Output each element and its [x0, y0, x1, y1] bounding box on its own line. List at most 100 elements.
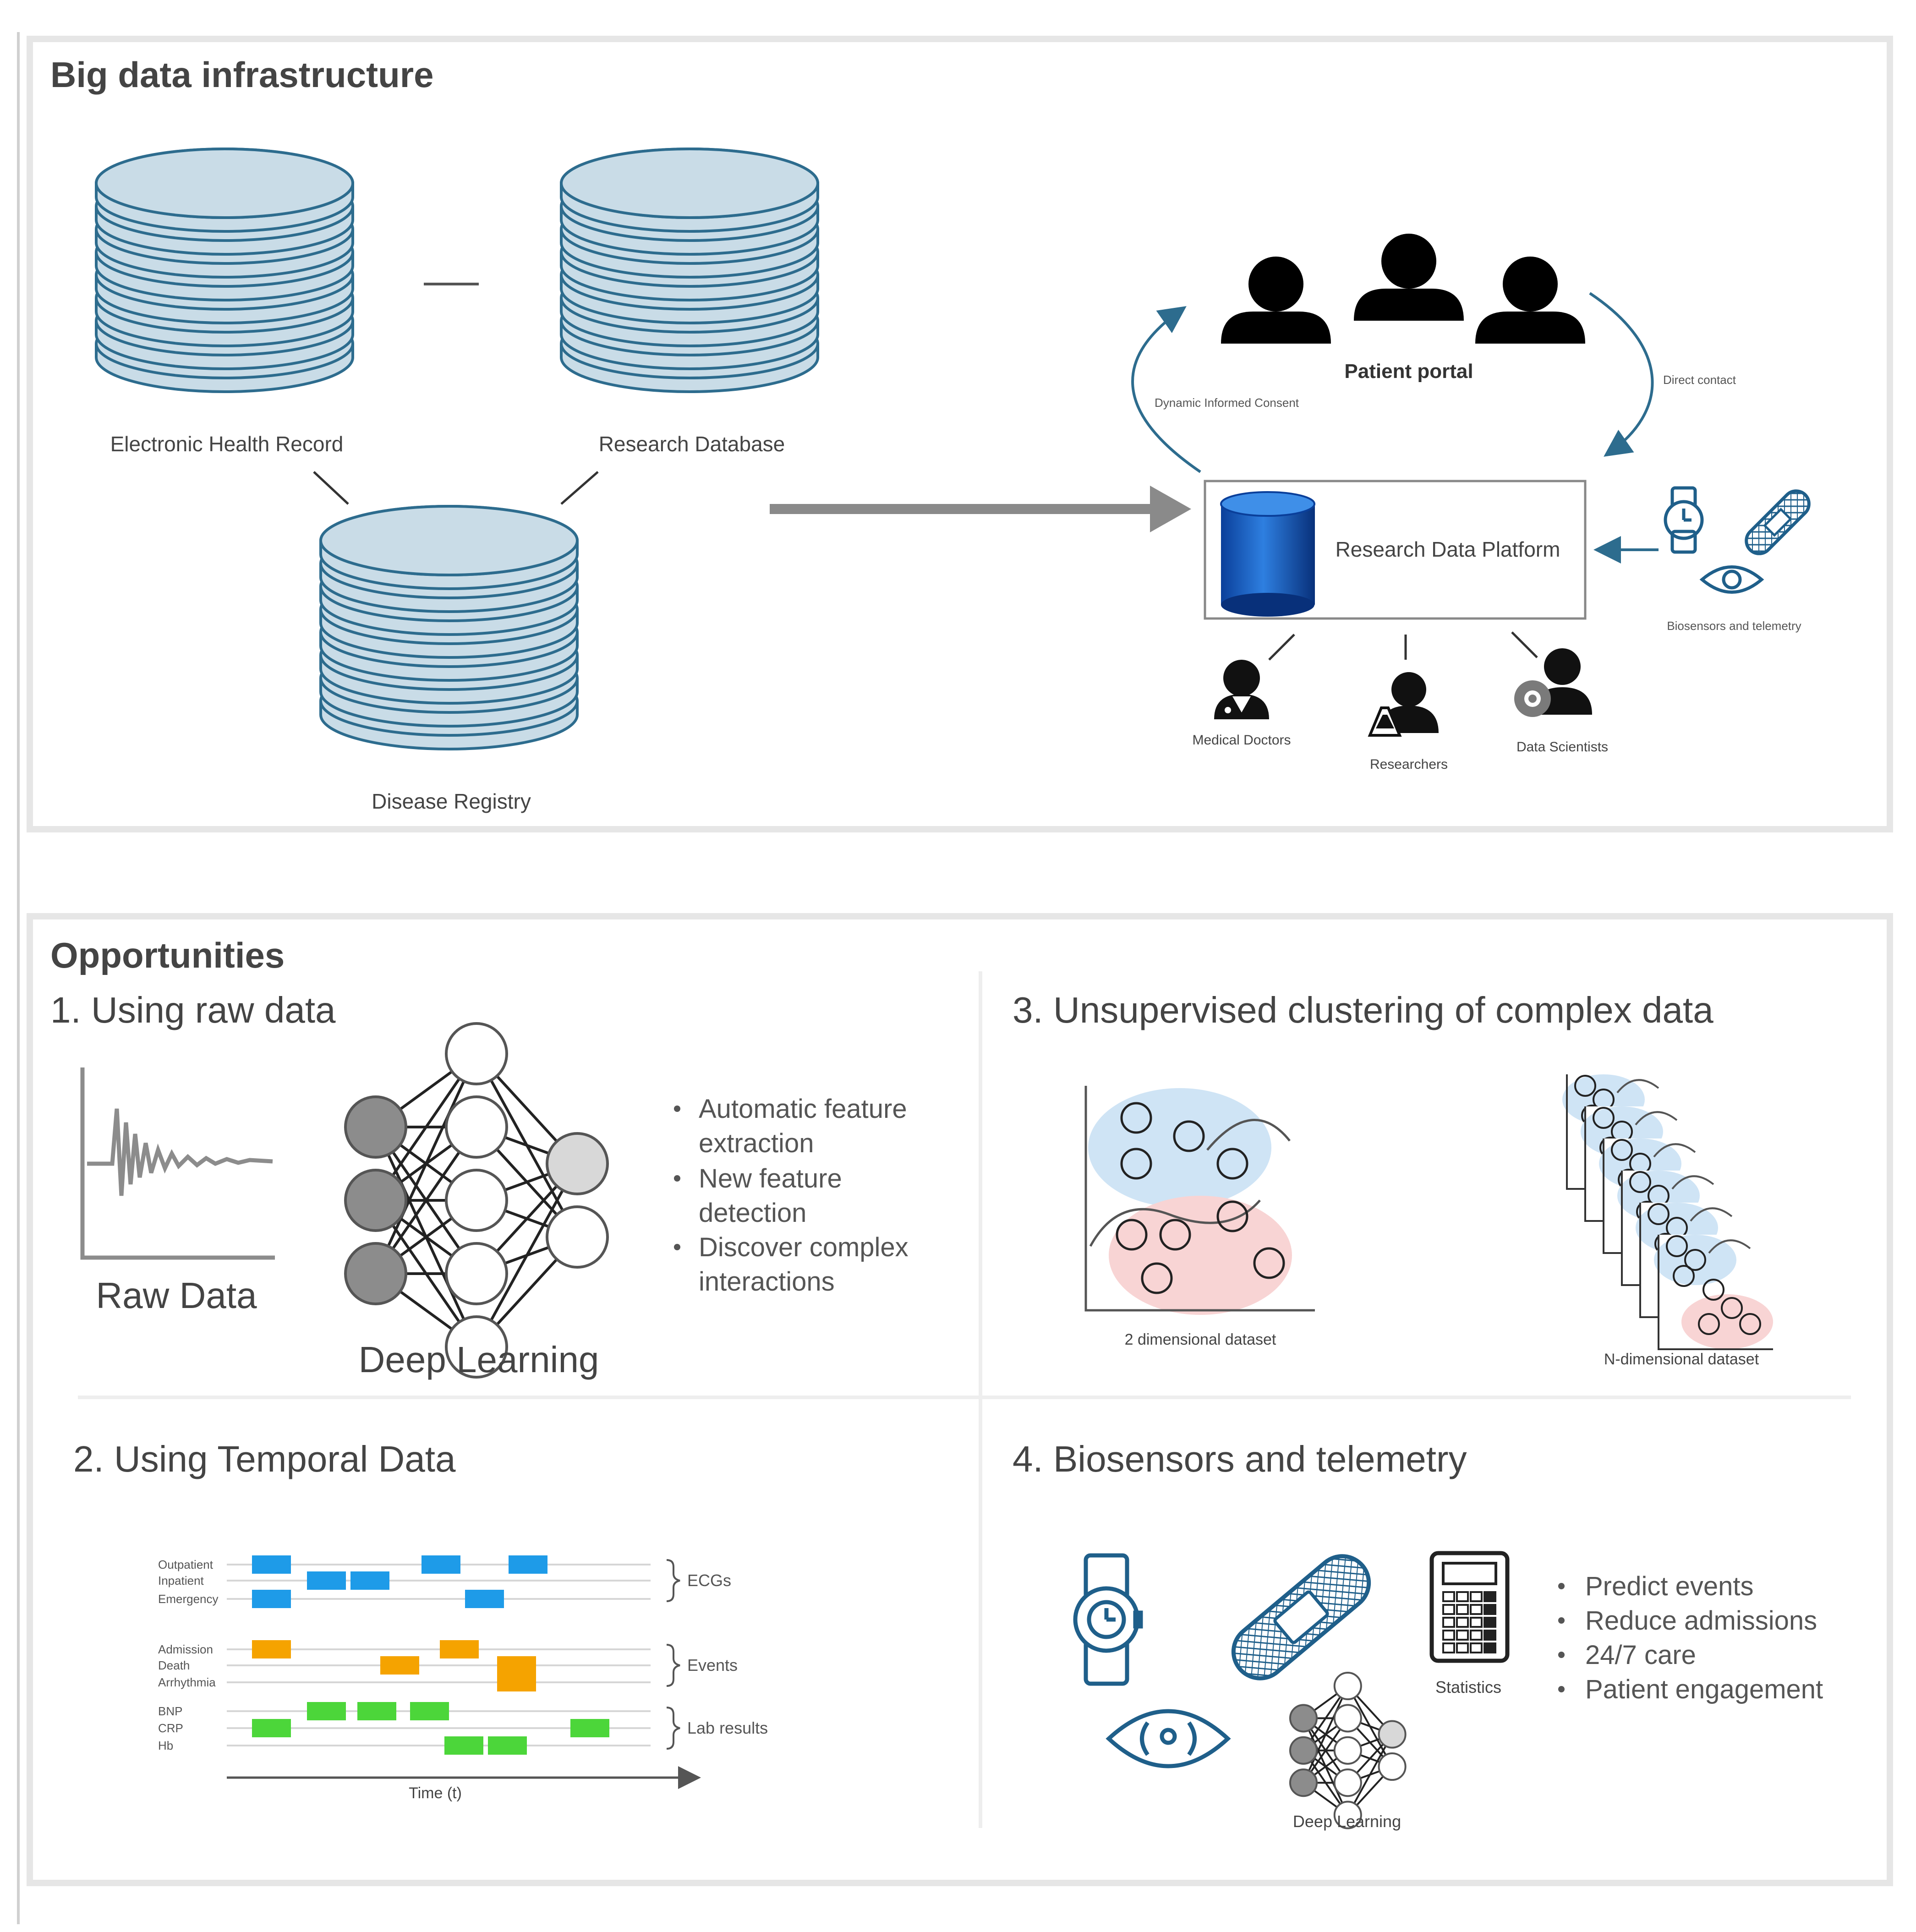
bullet-text: 24/7 care	[1585, 1640, 1696, 1670]
data-point	[1120, 1102, 1152, 1134]
data-point	[1253, 1247, 1285, 1279]
timeline-bar	[570, 1719, 609, 1737]
timeline-bar	[509, 1555, 547, 1574]
data-point	[1116, 1219, 1148, 1251]
data-point	[1141, 1262, 1173, 1294]
data-scientist-icon	[1514, 648, 1592, 717]
data-point	[1216, 1200, 1248, 1232]
eye-icon	[1106, 1709, 1231, 1768]
raw-data-title: 1. Using raw data	[50, 990, 336, 1030]
timeline-row-label: Outpatient	[158, 1558, 213, 1571]
watch-icon	[1073, 1553, 1143, 1686]
group-label: Events	[687, 1656, 738, 1675]
data-point	[1648, 1203, 1670, 1225]
timeline-bar	[497, 1656, 536, 1675]
bullet-text: New feature	[699, 1164, 842, 1193]
data-point	[1611, 1139, 1633, 1161]
group-brace	[666, 1644, 680, 1687]
timeline-bar	[252, 1555, 291, 1574]
group-label: Lab results	[687, 1719, 768, 1737]
temporal-title: 2. Using Temporal Data	[73, 1439, 456, 1479]
watch-icon	[1664, 486, 1704, 554]
biosensors-label: Biosensors and telemetry	[1667, 619, 1801, 633]
statistics-label: Statistics	[1435, 1678, 1501, 1697]
consent-label: Dynamic Informed Consent	[1155, 396, 1299, 410]
data-point	[1173, 1120, 1205, 1152]
data-point	[1739, 1313, 1761, 1335]
n-dimensional-scatter	[1562, 1074, 1773, 1350]
opportunities-panel	[27, 913, 1893, 1886]
connector-line	[1511, 631, 1538, 658]
bullet-text: Reduce admissions	[1585, 1606, 1817, 1636]
two-dimensional-scatter	[1084, 1086, 1315, 1315]
doctor-icon	[1214, 660, 1269, 719]
raw-signal-chart	[80, 1067, 275, 1260]
biosensors-title: 4. Biosensors and telemetry	[1013, 1439, 1467, 1479]
data-point	[1684, 1249, 1706, 1271]
neural-network-icon	[1289, 1671, 1407, 1829]
timeline-bar	[307, 1571, 346, 1590]
researcher-icon	[1368, 672, 1439, 737]
bullet-text: Patient engagement	[1585, 1675, 1823, 1704]
research-database-label: Research Database	[599, 432, 785, 456]
bullet-text: extraction	[699, 1128, 814, 1158]
data-point	[1216, 1148, 1248, 1180]
disease-registry-icon	[319, 505, 579, 750]
data-point	[1629, 1171, 1651, 1193]
timeline-bar	[440, 1640, 479, 1658]
timeline-bar	[497, 1673, 536, 1691]
connector-line	[313, 471, 349, 505]
timeline-bar	[307, 1702, 346, 1720]
data-point	[1120, 1148, 1152, 1180]
n-d-label: N-dimensional dataset	[1604, 1351, 1759, 1368]
timeline-bar	[357, 1702, 396, 1720]
bullet-text: Automatic feature	[699, 1094, 907, 1124]
small-deep-learning-label: Deep Learning	[1293, 1812, 1401, 1831]
timeline-bar	[410, 1702, 449, 1720]
timeline-bar	[444, 1736, 483, 1755]
timeline-bar	[380, 1656, 419, 1675]
timeline-bar	[465, 1590, 504, 1608]
bullet-text: detection	[699, 1198, 806, 1228]
group-label: ECGs	[687, 1571, 731, 1590]
connector-line	[560, 471, 599, 505]
consent-arrow	[1131, 306, 1201, 473]
deep-learning-label: Deep Learning	[359, 1339, 599, 1380]
platform-database-icon	[1220, 491, 1315, 617]
bullet-text: Discover complex	[699, 1232, 909, 1262]
clustering-title: 3. Unsupervised clustering of complex da…	[1013, 990, 1713, 1030]
data-point	[1593, 1107, 1615, 1129]
connector-line	[1268, 634, 1295, 661]
flow-arrow	[770, 486, 1191, 532]
data-point	[1159, 1219, 1191, 1251]
platform-label: Research Data Platform	[1336, 537, 1560, 561]
group-brace	[666, 1559, 680, 1602]
patch-icon	[1231, 1554, 1371, 1680]
doctors-label: Medical Doctors	[1192, 733, 1291, 748]
timeline-row-label: Death	[158, 1658, 190, 1672]
patch-icon	[1745, 489, 1811, 555]
data-point	[1574, 1075, 1596, 1097]
temporal-timeline: OutpatientInpatientEmergencyAdmissionDea…	[158, 1555, 768, 1755]
timeline-row-label: BNP	[158, 1704, 182, 1718]
timeline-bar	[252, 1719, 291, 1737]
direct-contact-label: Direct contact	[1663, 373, 1736, 387]
ehr-database-icon	[95, 148, 354, 393]
neural-network-icon	[344, 1022, 609, 1379]
researchers-label: Researchers	[1370, 757, 1448, 772]
group-brace	[666, 1707, 680, 1750]
timeline-bar	[488, 1736, 527, 1755]
timeline-row-label: Emergency	[158, 1592, 219, 1606]
registry-label: Disease Registry	[372, 789, 531, 813]
raw-data-bullets: Automatic feature extraction New feature…	[674, 1094, 909, 1297]
data-point	[1698, 1313, 1720, 1335]
opportunities-title: Opportunities	[50, 935, 285, 975]
time-label: Time (t)	[409, 1784, 462, 1802]
raw-data-label: Raw Data	[96, 1275, 257, 1316]
biosensor-bullets: Predict events Reduce admissions 24/7 ca…	[1558, 1571, 1823, 1704]
bullet-text: interactions	[699, 1267, 835, 1297]
data-point	[1666, 1235, 1688, 1257]
infrastructure-panel	[27, 36, 1893, 832]
bullet-text: Predict events	[1585, 1571, 1754, 1601]
